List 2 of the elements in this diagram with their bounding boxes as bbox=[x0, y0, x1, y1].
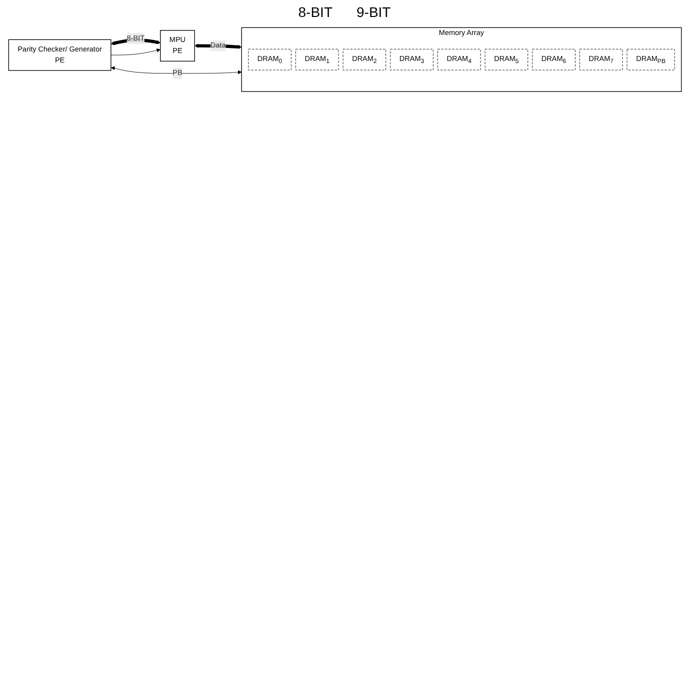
bus-width-label: 8-BIT bbox=[298, 4, 332, 20]
bus-width-label: 9-BIT bbox=[356, 4, 391, 20]
